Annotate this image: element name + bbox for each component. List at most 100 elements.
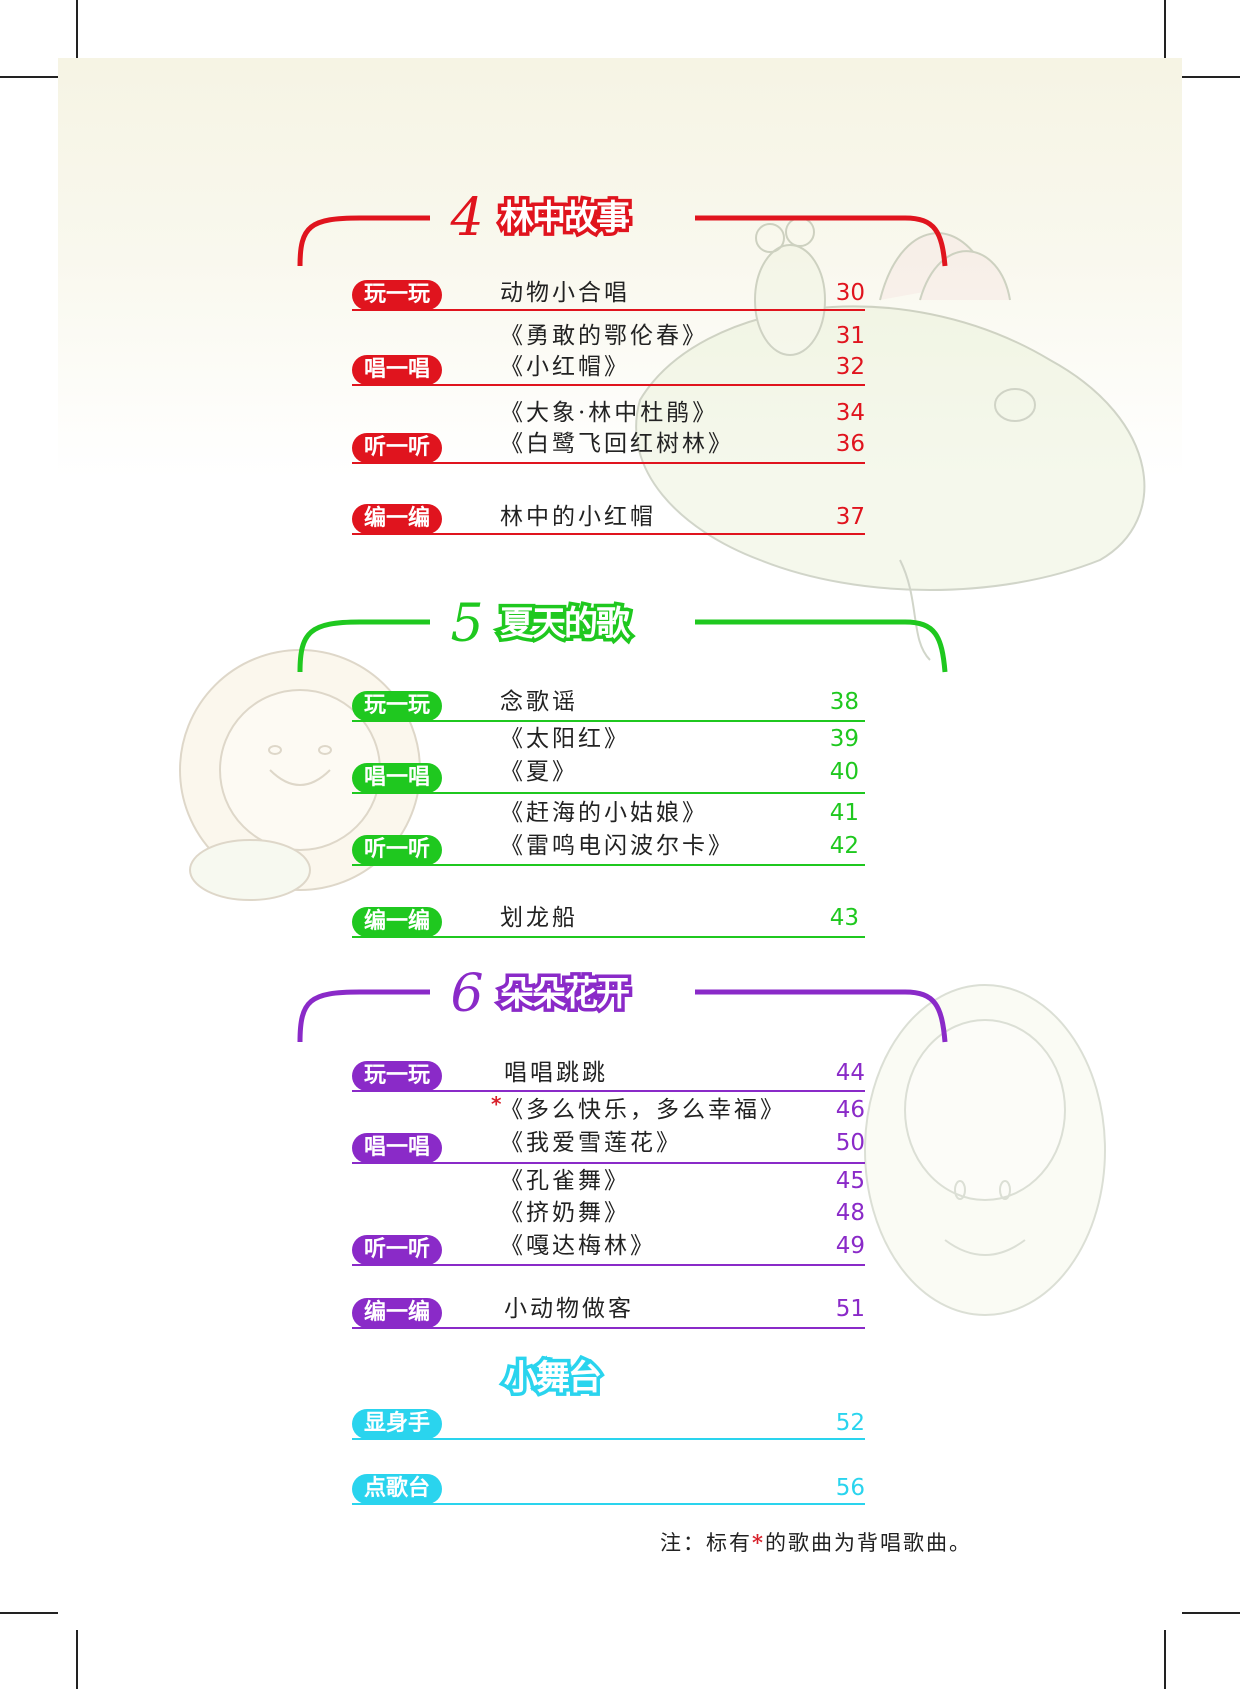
page-number: 39 (829, 726, 859, 752)
badge-compose[interactable]: 编一编 (352, 504, 442, 534)
unit-number: 4 (450, 188, 484, 248)
page-number: 31 (835, 323, 865, 349)
row-divider (352, 462, 865, 464)
page-number: 42 (829, 833, 859, 859)
page-number: 50 (835, 1130, 865, 1156)
song-title[interactable]: 小动物做客 (504, 1296, 634, 1322)
page-number: 36 (835, 431, 865, 457)
unit-number: 6 (450, 964, 484, 1024)
unit-title-fill: 朵朵花开 (500, 974, 630, 1014)
row-divider (352, 1327, 865, 1329)
song-title[interactable]: 《大象·林中杜鹃》 (500, 400, 719, 426)
page-number: 40 (829, 759, 859, 785)
unit-title-text: 林中故事 (497, 195, 634, 242)
row-divider (352, 864, 865, 866)
unit-number: 5 (450, 594, 484, 654)
song-title[interactable]: 《挤奶舞》 (500, 1200, 630, 1226)
song-title[interactable]: 《孔雀舞》 (500, 1168, 630, 1194)
page-number: 52 (835, 1410, 865, 1436)
footnote-after: 的歌曲为背唱歌曲。 (764, 1531, 972, 1555)
unit-title-fill-text: 夏天的歌 (500, 604, 630, 644)
badge-showcase[interactable]: 显身手 (352, 1409, 442, 1439)
song-title[interactable]: 《我爱雪莲花》 (500, 1130, 682, 1156)
badge-play[interactable]: 玩一玩 (352, 691, 442, 721)
page-number: 48 (835, 1200, 865, 1226)
crop-mark (76, 1630, 78, 1689)
unit-title-text: 朵朵花开 (497, 971, 634, 1018)
song-title[interactable]: 《多么快乐，多么幸福》 (500, 1097, 786, 1123)
song-title[interactable]: 《白鹭飞回红树林》 (500, 431, 734, 457)
badge-play[interactable]: 玩一玩 (352, 280, 442, 310)
page-number: 32 (835, 354, 865, 380)
page-number: 51 (835, 1296, 865, 1322)
song-title[interactable]: 《小红帽》 (500, 354, 630, 380)
crop-mark (1164, 1630, 1166, 1689)
unit-title: 林中故事 (497, 195, 634, 242)
page-number: 45 (835, 1168, 865, 1194)
badge-compose[interactable]: 编一编 (352, 907, 442, 937)
page-number: 46 (835, 1097, 865, 1123)
song-title[interactable]: 《勇敢的鄂伦春》 (500, 323, 708, 349)
badge-play[interactable]: 玩一玩 (352, 1061, 442, 1091)
page-number: 34 (835, 400, 865, 426)
badge-sing[interactable]: 唱一唱 (352, 1133, 442, 1163)
crop-mark (0, 76, 58, 78)
song-title[interactable]: 《嘎达梅林》 (500, 1233, 656, 1259)
stage-title: 小舞台 (501, 1355, 606, 1402)
song-title[interactable]: 《夏》 (500, 759, 578, 785)
badge-sing[interactable]: 唱一唱 (352, 763, 442, 793)
page-number: 43 (829, 905, 859, 931)
crop-mark (0, 1612, 58, 1614)
badge-listen[interactable]: 听一听 (352, 835, 442, 865)
crop-mark (1164, 0, 1166, 58)
unit-title-text: 夏天的歌 (497, 601, 634, 648)
song-title[interactable]: 《赶海的小姑娘》 (500, 800, 708, 826)
unit-title: 朵朵花开 (497, 971, 634, 1018)
page-number: 56 (835, 1475, 865, 1501)
unit-title-fill: 林中故事 (500, 198, 630, 238)
row-divider (352, 936, 865, 938)
row-divider (352, 384, 865, 386)
row-divider (352, 533, 865, 535)
song-title[interactable]: 动物小合唱 (500, 280, 630, 306)
crop-mark (76, 0, 78, 58)
badge-compose[interactable]: 编一编 (352, 1298, 442, 1328)
footnote-before: 注：标有 (660, 1531, 752, 1555)
crop-mark (1182, 1612, 1240, 1614)
footnote-star-icon: * (752, 1530, 765, 1555)
page-number: 41 (829, 800, 859, 826)
song-title[interactable]: 唱唱跳跳 (504, 1060, 608, 1086)
row-divider (352, 1090, 865, 1092)
row-divider (352, 1264, 865, 1266)
stage-title-fill: 小舞台 (504, 1358, 602, 1398)
recite-star-icon: * (491, 1092, 502, 1116)
song-title[interactable]: 《雷鸣电闪波尔卡》 (500, 833, 734, 859)
song-title[interactable]: 划龙船 (500, 905, 578, 931)
unit-title: 夏天的歌 (497, 601, 634, 648)
row-divider (352, 1438, 865, 1440)
stage-title-text: 小舞台 (501, 1355, 606, 1402)
page-number: 38 (829, 689, 859, 715)
unit-title-fill-text: 林中故事 (500, 198, 630, 238)
badge-sing[interactable]: 唱一唱 (352, 355, 442, 385)
stage-title-fill-text: 小舞台 (504, 1358, 602, 1398)
crop-mark (1182, 76, 1240, 78)
song-title[interactable]: 《太阳红》 (500, 726, 630, 752)
unit-title-fill: 夏天的歌 (500, 604, 630, 644)
page-number: 44 (835, 1060, 865, 1086)
page-number: 49 (835, 1233, 865, 1259)
row-divider (352, 1162, 865, 1164)
song-title[interactable]: 念歌谣 (500, 689, 578, 715)
row-divider (352, 720, 865, 722)
badge-request[interactable]: 点歌台 (352, 1474, 442, 1504)
row-divider (352, 1503, 865, 1505)
unit-title-fill-text: 朵朵花开 (500, 974, 630, 1014)
badge-listen[interactable]: 听一听 (352, 433, 442, 463)
badge-listen[interactable]: 听一听 (352, 1235, 442, 1265)
page-number: 30 (835, 280, 865, 306)
page-background (58, 58, 1182, 1630)
song-title[interactable]: 林中的小红帽 (500, 504, 656, 530)
